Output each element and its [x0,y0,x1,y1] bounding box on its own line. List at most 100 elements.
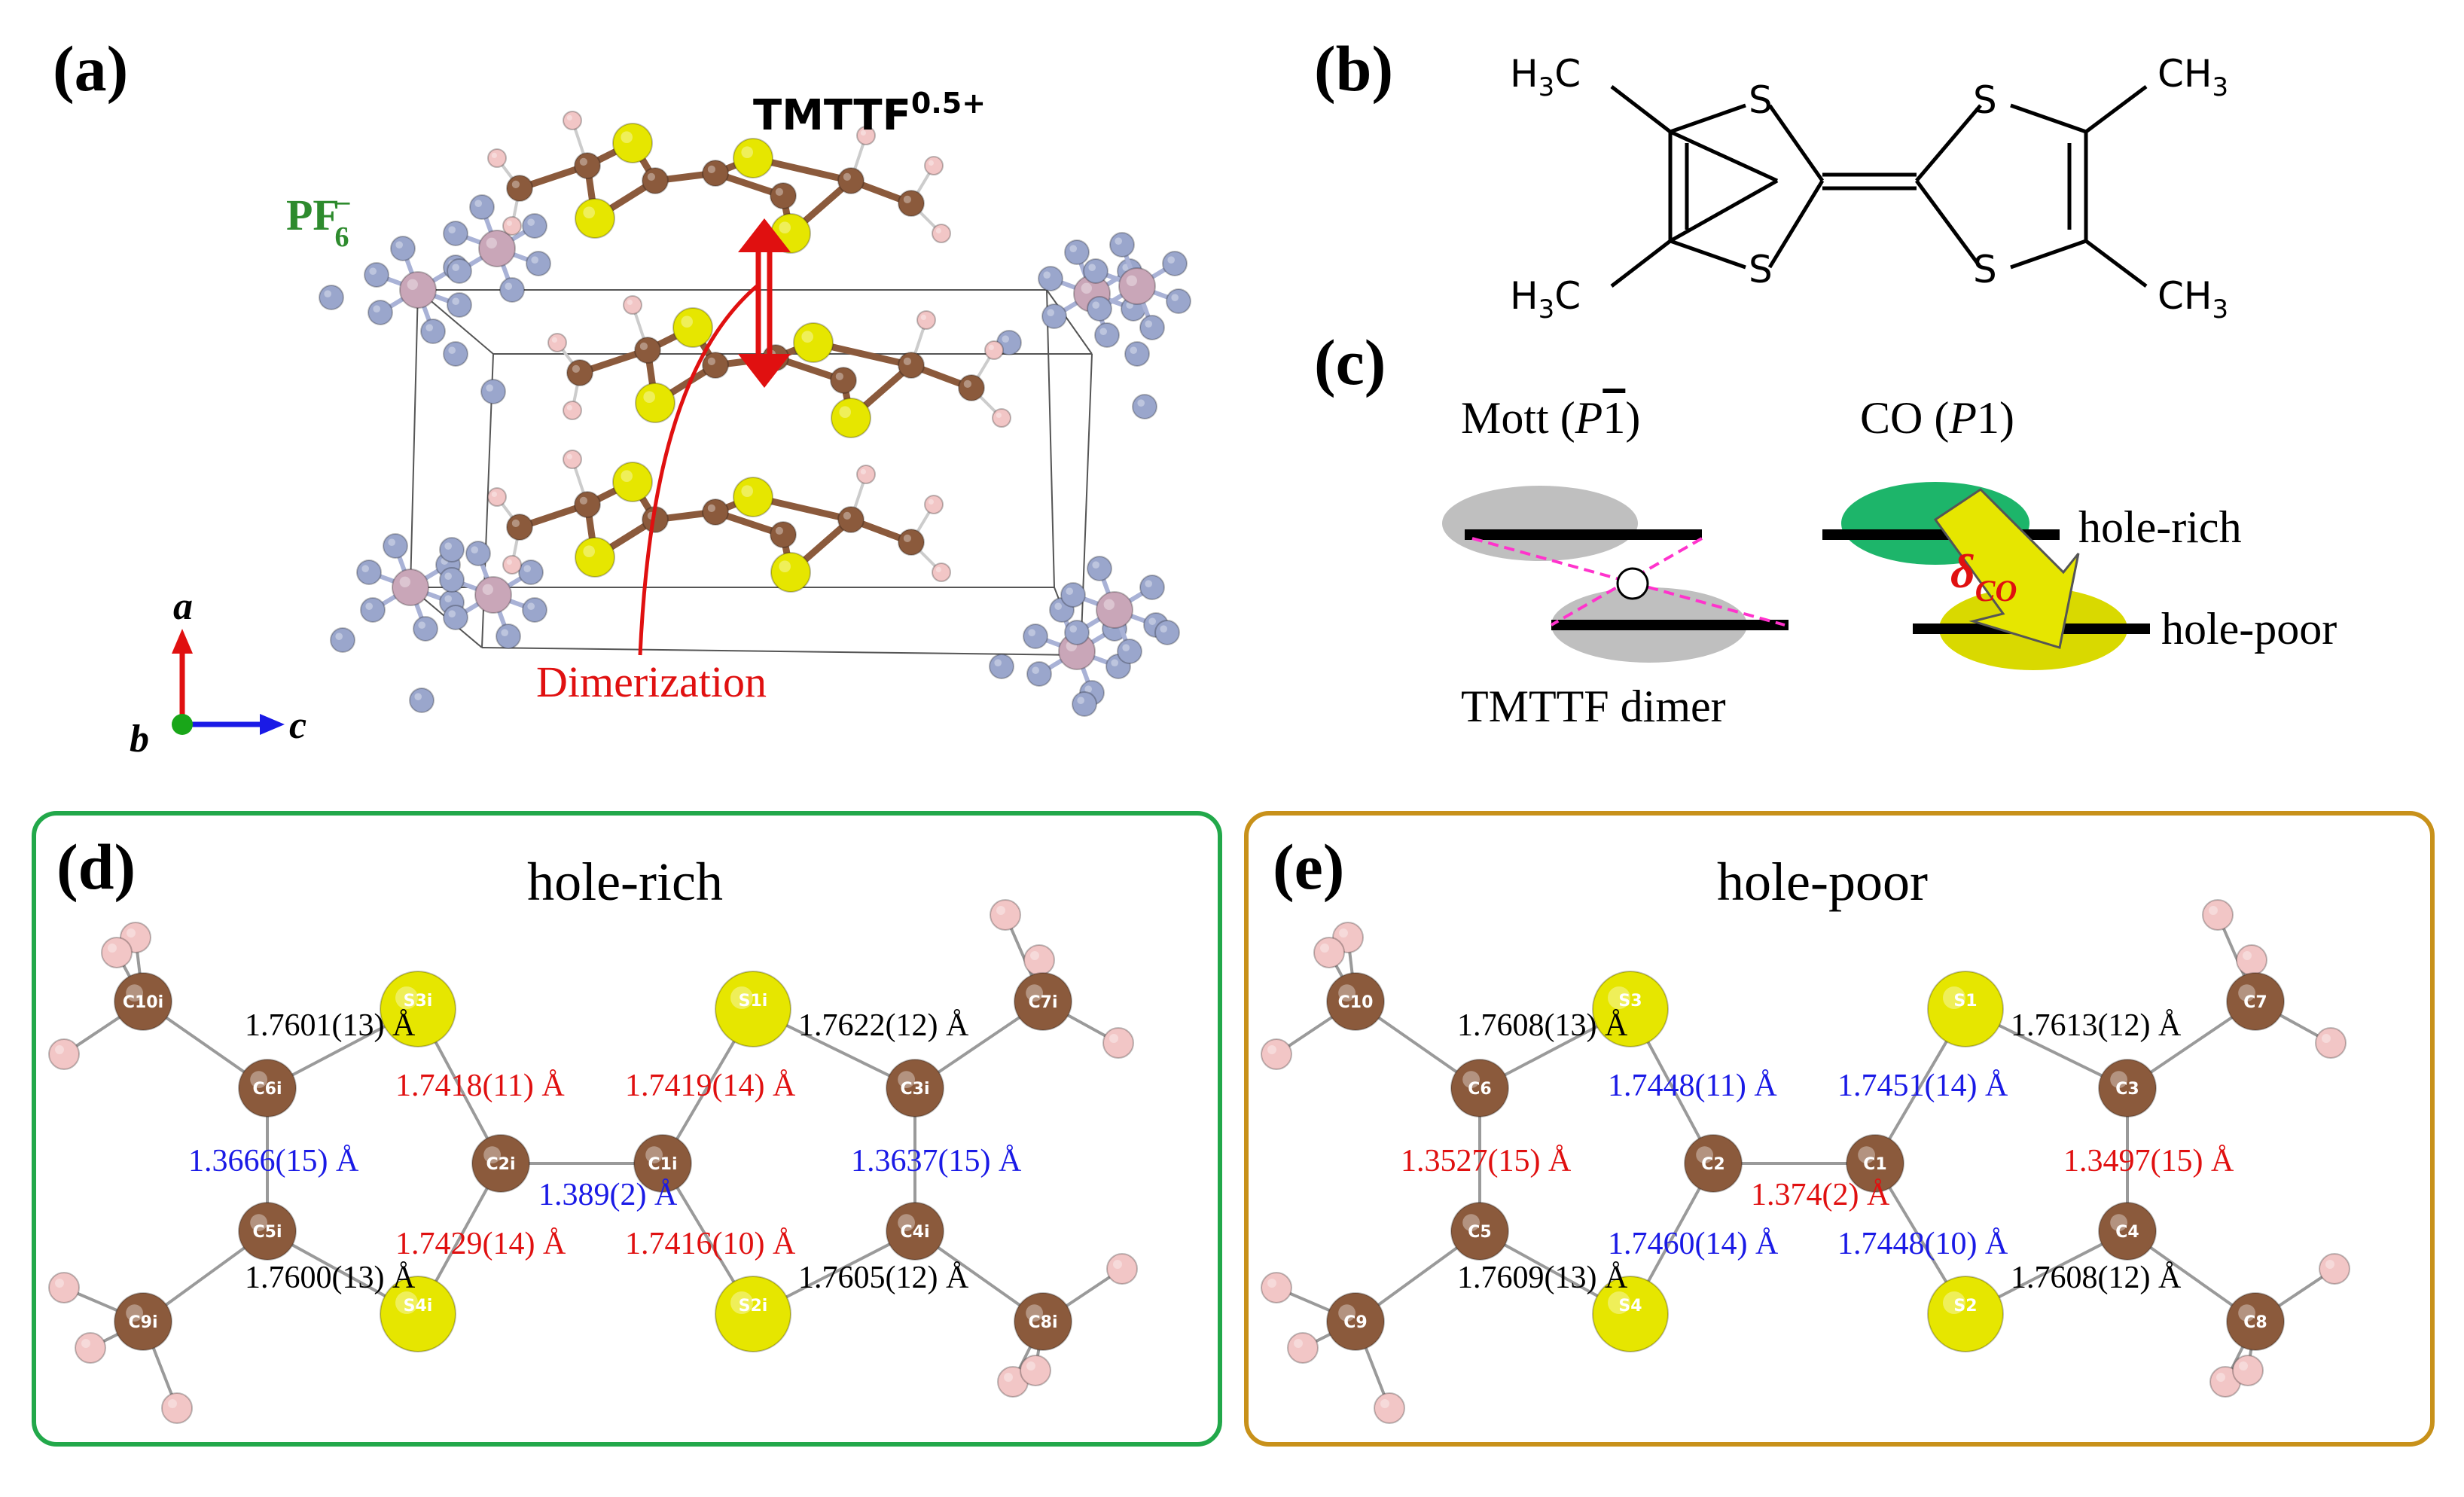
bond-length-c6-c5: 1.3527(15) Å [1401,1144,1572,1178]
carbon-atom [574,491,601,518]
carbon-atom-c5: C5 [1450,1202,1509,1261]
sulfur-atom [612,462,653,502]
hydrogen-atom [487,487,507,507]
fluorine-atom [409,688,435,713]
phosphorus-atom [392,569,429,606]
carbon-atom-c7: C7i [1014,972,1072,1031]
fluorine-atom [383,533,408,559]
panel-c: (c) Mott (P1) CO (P1) TMTTF dimer δCO ho… [1314,326,2337,731]
fluorine-atom [1072,691,1097,717]
hydrogen-atom [563,401,582,420]
hydrogen-atom [2236,944,2267,976]
hydrogen-atom [932,224,951,243]
tmttf-label-charge: 0.5+ [911,87,986,120]
carbon-atom-c3: C3i [886,1059,944,1117]
carbon-atom-c6: C6i [238,1059,297,1117]
sulfur-atom-s4: S4 [1592,1276,1669,1352]
carbon-atom-c7: C7 [2226,972,2285,1031]
formula-s-bottom-right: S [1973,248,1997,291]
sulfur-atom-s4: S4i [380,1276,456,1352]
bond-length-c6-c5: 1.3666(15) Å [188,1144,359,1178]
carbon-atom [566,359,593,386]
hydrogen-atom [502,555,522,575]
carbon-atom [770,182,797,209]
carbon-atom [898,352,925,379]
tmttf-molecule [547,295,1011,438]
carbon-atom-c10: C10 [1326,972,1385,1031]
fluorine-atom [1041,303,1067,329]
bond-length-s2-c1: 1.7416(10) Å [625,1227,796,1261]
fluorine-atom [1023,623,1048,649]
hydrogen-atom [48,1272,80,1303]
carbon-atom-c8: C8 [2226,1292,2285,1351]
fluorine-atom [447,292,472,318]
panel-b: (b) [1314,32,2228,325]
carbon-atom [506,175,533,202]
hydrogen-atom [992,408,1011,428]
carbon-atom [506,514,533,541]
pf6-label-sub: 6 [335,221,349,253]
carbon-atom-c2: C2i [471,1134,530,1193]
bond-length-c5-s4: 1.7600(13) Å [245,1261,416,1295]
hydrogen-atom [1261,1272,1292,1303]
carbon-atom-c1: C1i [633,1134,692,1193]
fluorine-atom [356,559,382,585]
atom-label: S3 [1618,992,1642,1011]
hydrogen-atom [1023,944,1055,976]
svg-text:H3C: H3C [1510,274,1581,325]
carbon-atom [958,374,985,401]
hydrogen-atom [623,295,642,315]
atom-label: C9 [1343,1313,1367,1332]
hydrogen-atom [984,340,1004,360]
fluorine-atom [1038,266,1063,291]
hydrogen-atom [101,937,133,968]
delta-co-symbol: δCO [1950,544,2017,608]
formula-s-top-right: S [1973,78,1997,122]
carbon-atom-c9: C9 [1326,1292,1385,1351]
formula-ch3-top-right-sub: 3 [2212,72,2229,102]
svg-text:PF−6: PF−6 [286,188,352,253]
fluorine-atom [360,597,386,623]
sulfur-atom-s2: S2i [715,1276,791,1352]
formula-ch3-top-right-main: CH [2158,52,2212,96]
hydrogen-atom [1287,1332,1319,1364]
panel-a-label: (a) [53,32,128,105]
carbon-atom [898,529,925,556]
atom-label: C6 [1468,1080,1491,1099]
crystal-structure [319,111,1191,717]
fluorine-atom [1109,232,1135,258]
atom-label: C8i [1029,1313,1058,1332]
carbon-atom-c2: C2 [1684,1134,1743,1193]
hydrogen-atom [1374,1392,1405,1424]
fluorine-atom [522,597,547,623]
atom-label: C2 [1701,1155,1724,1174]
hydrogen-atom [75,1332,106,1364]
fluorine-atom [439,537,465,563]
sulfur-atom [793,322,834,363]
fluorine-atom [1083,258,1108,284]
formula-ch3-bottom-left-main: H [1510,274,1538,318]
fluorine-atom [413,616,438,642]
atom-label: S2 [1953,1297,1977,1316]
bond-length-c4-s2: 1.7605(12) Å [798,1261,969,1295]
hydrogen-atom [563,450,582,469]
panel-b-label: (b) [1314,32,1393,105]
phosphorus-atom [1096,591,1133,629]
hydrogen-atom [924,156,944,175]
carbon-atom [770,521,797,548]
pf6-anion [1083,232,1191,340]
sulfur-atom [575,198,615,239]
carbon-atom-c1: C1 [1846,1134,1904,1193]
bond-length-s1-c1: 1.7451(14) Å [1837,1069,2008,1103]
fluorine-atom [1026,661,1052,687]
fluorine-atom [1064,239,1090,265]
fluorine-atom [1087,296,1112,322]
pf6-label-main: PF [286,191,340,239]
atom-label: C7 [2243,993,2267,1012]
carbon-atom [634,337,661,364]
carbon-atom-c8: C8i [1014,1292,1072,1351]
tmttf-label-main: TMTTF [753,91,911,140]
dimerization-arrow [638,218,791,656]
